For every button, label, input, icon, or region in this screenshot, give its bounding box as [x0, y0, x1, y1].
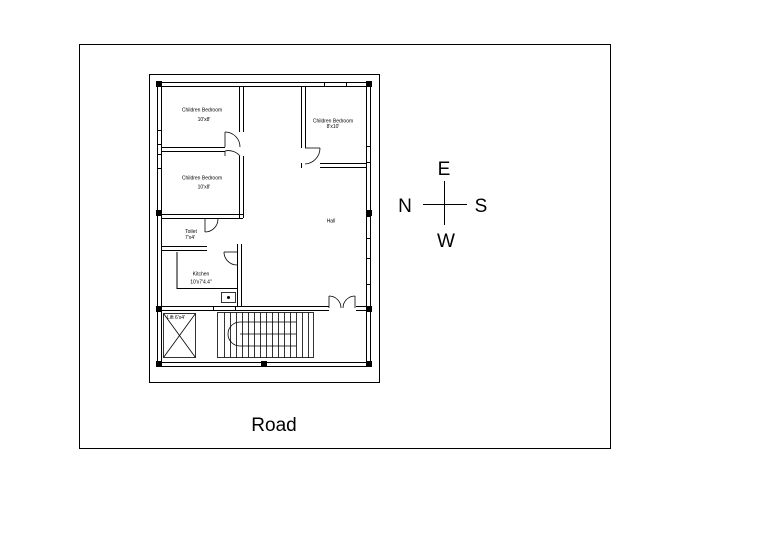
- windows: [157, 82, 371, 311]
- toilet-name: Toilet: [185, 229, 197, 235]
- compass-rose: E W N S: [398, 159, 487, 252]
- bedroom-1-size: 10'x8': [198, 117, 211, 123]
- kitchen-size: 10'x7'4.4": [190, 280, 212, 286]
- compass-east: E: [438, 159, 451, 180]
- bedroom-1-name: Children Bedroom: [182, 108, 222, 114]
- structural-columns: [156, 81, 372, 367]
- bedroom-3-name: Children Bedroom: [182, 176, 222, 182]
- compass-west: W: [437, 231, 455, 252]
- compass-north: N: [398, 196, 412, 217]
- lift-shaft: [163, 313, 196, 358]
- room-labels: Children Bedroom 10'x8' Children Bedroom…: [167, 108, 353, 322]
- site-boundary: [79, 44, 611, 449]
- building-outline: [149, 74, 380, 383]
- staircase: [217, 312, 314, 358]
- door-swings: [204, 131, 356, 309]
- bedroom-2-size: 8'x10': [327, 124, 340, 130]
- kitchen-sink: [221, 292, 236, 303]
- interior-walls: [162, 86, 366, 311]
- compass-south: S: [475, 196, 488, 217]
- road-label: Road: [251, 415, 296, 436]
- hall-name: Hall: [327, 219, 336, 225]
- lift-label: Lift 6'x4': [167, 315, 185, 321]
- bedroom-3-size: 10'x8': [198, 185, 211, 191]
- kitchen-name: Kitchen: [193, 272, 210, 278]
- toilet-size: 7'x4': [185, 235, 195, 241]
- bedroom-2-name: Children Bedroom: [313, 119, 353, 125]
